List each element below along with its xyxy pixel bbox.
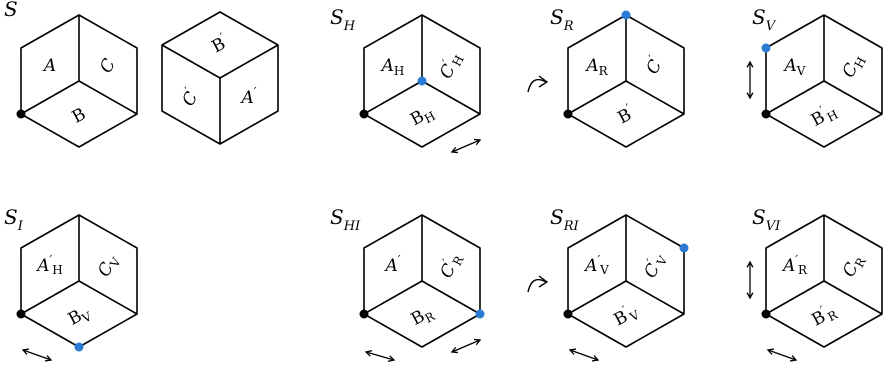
cube-edge [363, 80, 423, 115]
double-arrow-h-left [766, 348, 798, 362]
face-label-top: B′ [207, 29, 231, 57]
cube-outline [20, 14, 138, 148]
face-label-left: AR [584, 56, 608, 78]
face-label-bottom: B [69, 104, 89, 128]
panel-shi: A′ C′R BR SHI [330, 205, 485, 362]
cube-outline [567, 14, 685, 148]
face-label-left: C′ [175, 84, 203, 109]
cube-outline [363, 214, 481, 348]
panel-sv: AV CH B′H SV [746, 5, 883, 148]
vertex-black-dot [359, 309, 369, 319]
face-label-bottom: BH [407, 101, 438, 131]
cube-edge [78, 80, 138, 115]
face-label-left: AV [783, 56, 806, 78]
face-label-right: CH [838, 51, 868, 82]
panel-label: SR [550, 5, 574, 34]
vertex-blue-dot [621, 10, 631, 20]
panel-sri: A′V C′V B′V SRI [527, 205, 689, 362]
face-label-bottom: B′ [613, 100, 637, 128]
cube-edge [20, 80, 80, 115]
double-arrow-h-left [364, 350, 396, 362]
panel-sr: AR C′B′ SR [527, 5, 685, 148]
double-arrow-h-left [568, 348, 600, 362]
panel-label: SH [330, 5, 356, 34]
face-label-right: CR [839, 250, 869, 281]
double-arrow-v [746, 60, 754, 100]
face-label-right: C′H [433, 48, 466, 82]
cube-edge [765, 80, 825, 115]
panel-sh: AH C′H BH SH [330, 5, 482, 154]
panel-label: SI [4, 205, 24, 234]
cube-edge [363, 280, 423, 315]
panel-label: S [4, 0, 18, 21]
panel-svi: A′R CR B′R SVI [746, 205, 883, 362]
face-label-left: A [42, 56, 56, 76]
double-arrow-h-left [21, 348, 53, 362]
cube-edge [78, 280, 138, 315]
face-label-right: C′R [433, 248, 466, 282]
vertex-black-dot [16, 309, 26, 319]
face-label-left: A′ [383, 253, 400, 276]
vertex-black-dot [563, 109, 573, 119]
face-label-bottom: BR [408, 301, 438, 331]
vertex-blue-dot [74, 342, 84, 352]
face-label-right: C [96, 55, 120, 76]
face-label-left: A′R [781, 253, 808, 277]
vertex-black-dot [16, 109, 26, 119]
cube-edge [567, 80, 627, 115]
cube-edge [823, 80, 883, 115]
vertex-blue-dot [761, 43, 771, 53]
face-label-left: AH [380, 56, 405, 78]
cube-outline [363, 14, 481, 148]
cube-edge [219, 44, 279, 79]
cube-edge [421, 80, 481, 115]
face-label-left: A′H [35, 253, 62, 277]
double-arrow-h-right [450, 338, 482, 354]
panel-sb: B′ C′ A′ [161, 11, 279, 145]
cube-edge [567, 280, 627, 315]
vertex-blue-dot [679, 243, 689, 253]
vertex-black-dot [761, 309, 771, 319]
cube-edge [161, 44, 221, 79]
panel-label: SVI [752, 205, 781, 234]
vertex-blue-dot [417, 76, 427, 86]
rotation-arrow [527, 275, 549, 293]
cube-outline [765, 214, 883, 348]
rotation-arrow [527, 75, 549, 93]
face-label-left: A′V [583, 253, 609, 277]
panel-label: SRI [550, 205, 579, 234]
face-label-right: A′ [239, 85, 256, 108]
face-label-right: CV [94, 251, 124, 281]
cube-edge [20, 280, 80, 315]
vertex-black-dot [563, 309, 573, 319]
cube-edge [823, 280, 883, 315]
panel-s: A C B S [4, 0, 138, 148]
face-label-bottom: B′R [807, 298, 841, 331]
face-label-bottom: B′V [609, 298, 642, 331]
cube-edge [421, 280, 481, 315]
double-arrow-h [450, 138, 482, 154]
face-label-right: C′ [639, 52, 667, 77]
cube-edge [765, 280, 825, 315]
panel-label: SV [752, 5, 777, 34]
cube-edge [625, 280, 685, 315]
double-arrow-v [746, 260, 754, 300]
vertex-blue-dot [475, 309, 485, 319]
face-label-right: C′V [637, 249, 670, 282]
face-label-bottom: B′H [806, 98, 840, 131]
vertex-black-dot [359, 109, 369, 119]
cube-edge [625, 80, 685, 115]
vertex-black-dot [761, 109, 771, 119]
panel-label: SHI [330, 205, 361, 234]
face-label-bottom: BV [65, 302, 94, 332]
